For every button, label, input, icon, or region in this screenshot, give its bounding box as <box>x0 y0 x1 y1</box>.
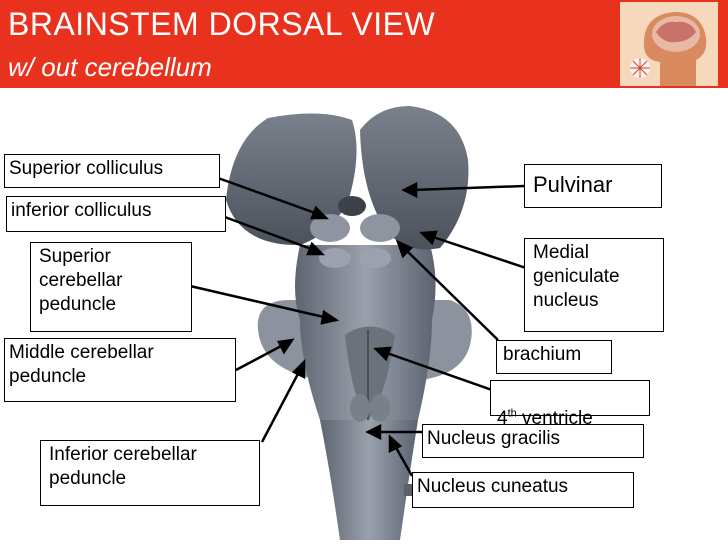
fourth-ventricle-number: 4 <box>497 408 508 429</box>
fourth-ventricle-word: ventricle <box>516 408 593 429</box>
left-thalamus-shape <box>226 113 357 246</box>
label-medial-geniculate-nucleus: Medial geniculate nucleus <box>524 238 664 332</box>
pineal-shape <box>338 196 366 216</box>
brain-head-logo <box>620 2 718 86</box>
medulla-shape <box>320 420 418 540</box>
label-brachium: brachium <box>496 340 612 374</box>
label-inferior-cerebellar-peduncle: Inferior cerebellar peduncle <box>40 440 260 506</box>
label-superior-cerebellar-peduncle: Superior cerebellar peduncle <box>30 242 192 332</box>
label-middle-cerebellar-peduncle: Middle cerebellar peduncle <box>4 338 236 402</box>
label-fourth-ventricle: 4th ventricle <box>490 380 650 429</box>
label-nucleus-gracilis: Nucleus gracilis <box>422 424 644 458</box>
label-inferior-colliculus: inferior colliculus <box>6 196 226 232</box>
page-title: BRAINSTEM DORSAL VIEW <box>8 6 436 42</box>
fourth-ventricle-suffix: th <box>507 407 517 420</box>
label-nucleus-cuneatus: Nucleus cuneatus <box>412 472 634 508</box>
title-banner: BRAINSTEM DORSAL VIEW w/ out cerebellum <box>0 0 728 88</box>
label-superior-colliculus: Superior colliculus <box>4 154 220 188</box>
page-subtitle: w/ out cerebellum <box>8 52 212 82</box>
pointer-arrows <box>189 176 527 477</box>
label-pulvinar: Pulvinar <box>524 164 662 208</box>
right-thalamus-shape <box>360 106 469 250</box>
